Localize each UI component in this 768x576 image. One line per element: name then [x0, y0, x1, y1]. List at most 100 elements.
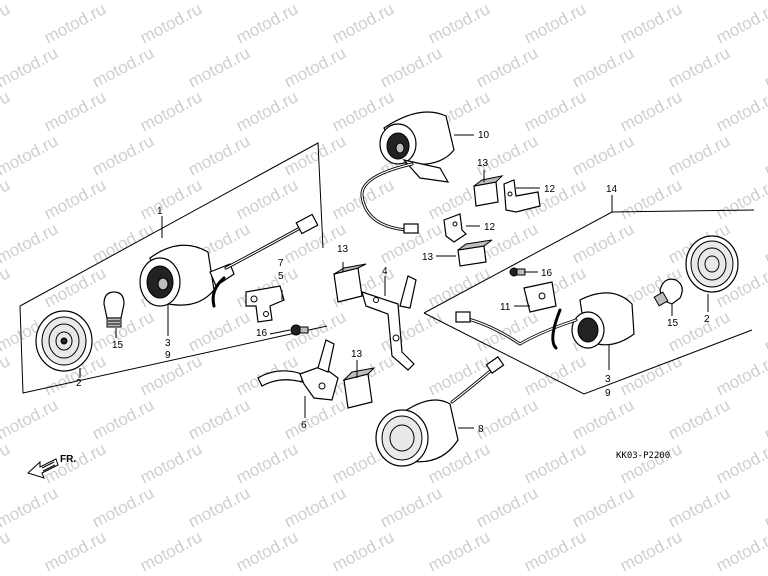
watermark-text: motod.ru — [281, 395, 349, 443]
watermark-text: motod.ru — [569, 131, 637, 179]
callout-3-left: 3 — [165, 338, 171, 349]
left-assembly-frame — [19, 142, 328, 394]
watermark-text: motod.ru — [569, 43, 637, 91]
callout-4: 4 — [382, 266, 388, 277]
watermark-text: motod.ru — [425, 263, 493, 311]
watermark-text: motod.ru — [569, 483, 637, 531]
callout-15-left: 15 — [112, 340, 124, 351]
bracket-item-11 — [523, 281, 557, 313]
watermark-text: motod.ru — [41, 175, 109, 223]
watermark-text: motod.ru — [137, 175, 205, 223]
watermark-text: motod.ru — [473, 43, 541, 91]
watermark-text: motod.ru — [89, 219, 157, 267]
watermark-text: motod.ru — [521, 527, 589, 575]
callout-13-right: 13 — [422, 252, 434, 263]
callout-15-right: 15 — [667, 318, 679, 329]
bulb-left — [103, 291, 125, 328]
watermark-text: motod.ru — [521, 351, 589, 399]
watermark-text: motod.ru — [233, 175, 301, 223]
watermark-text: motod.ru — [0, 131, 61, 179]
watermark-text: motod.ru — [473, 395, 541, 443]
watermark-text: motod.ru — [137, 527, 205, 575]
watermark-text: motod.ru — [0, 0, 13, 48]
watermark-text: motod.ru — [0, 0, 61, 4]
watermark-text: motod.ru — [713, 87, 768, 135]
lamp-item-10 — [360, 111, 455, 234]
watermark-text: motod.ru — [0, 263, 13, 311]
watermark-text: motod.ru — [377, 307, 445, 355]
housing-right — [455, 292, 635, 350]
watermark-text: motod.ru — [617, 527, 685, 575]
watermark-text: motod.ru — [185, 395, 253, 443]
watermark-text: motod.ru — [89, 131, 157, 179]
watermark-text: motod.ru — [761, 307, 768, 355]
callout-5: 5 — [278, 271, 284, 282]
callout-1: 1 — [157, 206, 163, 217]
callout-7: 7 — [278, 258, 284, 269]
watermark-text: motod.ru — [425, 0, 493, 48]
watermark-text: motod.ru — [617, 351, 685, 399]
watermark-text: motod.ru — [521, 439, 589, 487]
callout-16-left: 16 — [256, 328, 268, 339]
lamp-item-8 — [375, 356, 505, 467]
watermark-text: motod.ru — [233, 527, 301, 575]
callout-13-top: 13 — [477, 158, 489, 169]
leader-lines — [79, 134, 709, 429]
watermark-text: motod.ru — [185, 43, 253, 91]
watermark-text: motod.ru — [665, 395, 733, 443]
relay-right-small — [457, 239, 493, 267]
watermark-text: motod.ru — [137, 0, 205, 48]
watermark-text: motod.ru — [713, 527, 768, 575]
watermark-text: motod.ru — [41, 263, 109, 311]
watermark-text: motod.ru — [377, 483, 445, 531]
bolt-left — [290, 324, 309, 336]
watermark-text: motod.ru — [281, 43, 349, 91]
watermark-text: motod.ru — [0, 43, 61, 91]
callout-labels: 1 2 15 3 9 7 5 16 6 13 4 13 8 10 13 12 1… — [76, 130, 710, 435]
watermark-text: motod.ru — [41, 87, 109, 135]
stay-item-4 — [361, 275, 417, 371]
relay-middle-upper — [333, 263, 367, 303]
watermark-text: motod.ru — [617, 87, 685, 135]
watermark-text: motod.ru — [617, 0, 685, 48]
lens-left — [35, 310, 93, 372]
watermark-text: motod.ru — [281, 483, 349, 531]
callout-11: 11 — [500, 302, 511, 313]
watermark-text: motod.ru — [281, 131, 349, 179]
direction-label: FR. — [60, 454, 76, 465]
watermark-text: motod.ru — [185, 483, 253, 531]
watermark-text: motod.ru — [761, 219, 768, 267]
watermark-text: motod.ru — [0, 395, 61, 443]
watermark-text: motod.ru — [665, 307, 733, 355]
watermark-text: motod.ru — [665, 483, 733, 531]
watermark-text: motod.ru — [329, 527, 397, 575]
drawing-code: KK03-P2200 — [616, 451, 670, 461]
watermark-text: motod.ru — [0, 439, 13, 487]
watermark-text: motod.ru — [185, 307, 253, 355]
callout-13-mid-upper: 13 — [337, 244, 349, 255]
callout-2-left: 2 — [76, 378, 82, 389]
watermark-text: motod.ru — [0, 219, 61, 267]
watermark-text: motod.ru — [137, 87, 205, 135]
watermark-text: motod.ru — [761, 43, 768, 91]
watermark-text: motod.ru — [0, 527, 13, 575]
callout-12-lower: 12 — [484, 222, 496, 233]
bracket-item-12-lower — [443, 213, 467, 243]
watermark-text: motod.ru — [329, 0, 397, 48]
watermark-text: motod.ru — [665, 131, 733, 179]
callout-9-left: 9 — [165, 350, 171, 361]
front-direction-arrow: FR. — [27, 454, 76, 479]
watermark-text: motod.ru — [473, 483, 541, 531]
watermark-text: motod.ru — [137, 351, 205, 399]
bracket-item-12-upper — [503, 179, 541, 213]
callout-2-right: 2 — [704, 314, 710, 325]
callout-16-right: 16 — [541, 268, 553, 279]
watermark-text: motod.ru — [569, 219, 637, 267]
watermark-text: motod.ru — [185, 131, 253, 179]
watermark-text: motod.ru — [41, 527, 109, 575]
watermark-text: motod.ru — [137, 439, 205, 487]
callout-9-right: 9 — [605, 388, 611, 399]
watermark-text: motod.ru — [89, 395, 157, 443]
watermark-text: motod.ru — [41, 0, 109, 48]
